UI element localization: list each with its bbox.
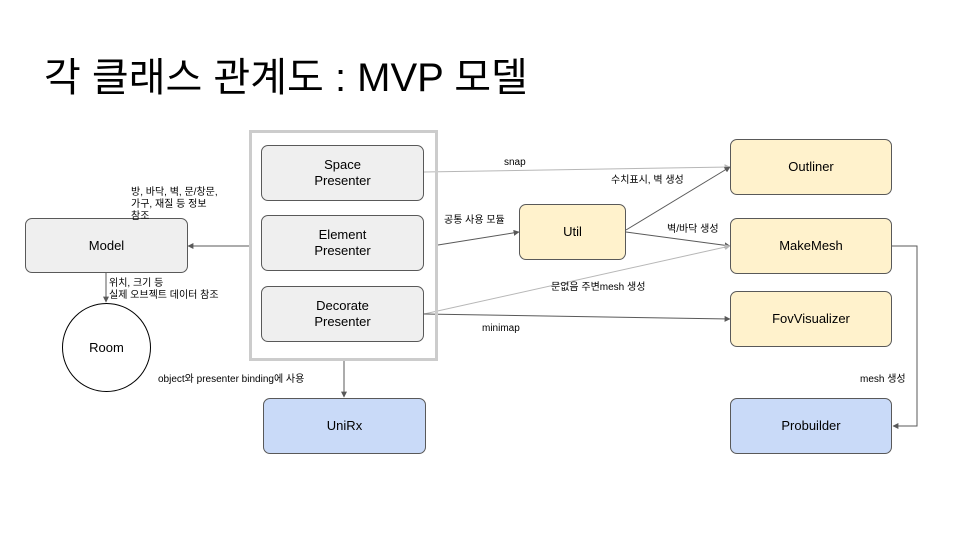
presenter-group-frame: [249, 130, 438, 361]
label-snap: snap: [504, 157, 526, 168]
label-common-module: 공통 사용 모듈: [444, 215, 505, 226]
edge-makemesh-to-probuilder: [892, 245, 918, 429]
makemesh-node[interactable]: MakeMesh: [730, 218, 892, 274]
label-room-info: 위치, 크기 등 실제 오브젝트 데이터 참조: [109, 278, 219, 301]
label-wall-floor: 벽/바닥 생성: [667, 224, 719, 235]
edge-element-to-util: [437, 229, 520, 246]
decorate-presenter-node[interactable]: Decorate Presenter: [261, 286, 424, 342]
label-mesh-create: mesh 생성: [860, 374, 906, 385]
label-model-info: 방, 바닥, 벽, 문/창문, 가구, 재질 등 정보 참조: [131, 187, 218, 222]
label-minimap: minimap: [482, 323, 520, 334]
unirx-node[interactable]: UniRx: [263, 398, 426, 454]
util-node[interactable]: Util: [519, 204, 626, 260]
probuilder-node[interactable]: Probuilder: [730, 398, 892, 454]
model-node[interactable]: Model: [25, 218, 188, 273]
outliner-node[interactable]: Outliner: [730, 139, 892, 195]
fovvisualizer-node[interactable]: FovVisualizer: [730, 291, 892, 347]
page-title: 각 클래스 관계도 : MVP 모델: [44, 56, 528, 100]
label-door-mesh: 문없음 주변mesh 생성: [551, 282, 646, 293]
edge-decorate-to-fovvisualizer: [423, 313, 731, 322]
edge-util-to-makemesh: [625, 231, 731, 249]
room-node[interactable]: Room: [62, 303, 151, 392]
edge-decorate-to-makemesh: [423, 244, 731, 315]
label-binding: object와 presenter binding에 사용: [158, 374, 305, 385]
edge-space-to-outliner: [423, 164, 731, 173]
edge-util-to-outliner: [625, 166, 731, 231]
label-number-wall: 수치표시, 벽 생성: [611, 175, 684, 186]
element-presenter-node[interactable]: Element Presenter: [261, 215, 424, 271]
space-presenter-node[interactable]: Space Presenter: [261, 145, 424, 201]
